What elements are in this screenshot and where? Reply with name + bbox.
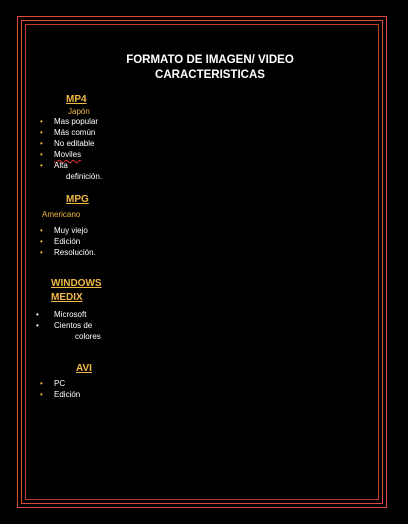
list-item-continuation: colores <box>75 332 101 341</box>
avi-heading: AVI <box>76 363 92 374</box>
list-item: •Mas popular <box>40 117 99 126</box>
list-item: •Alta <box>40 161 68 170</box>
bullet-icon: • <box>40 248 43 257</box>
avi-list: •PC •Edición <box>40 378 80 400</box>
list-item: •Más común <box>40 128 96 137</box>
bullet-icon: • <box>36 310 39 319</box>
list-item: •Edición <box>40 237 81 246</box>
list-item: •PC <box>40 379 66 388</box>
page-border-outer <box>17 16 387 508</box>
list-item: •Cientos de <box>36 321 93 330</box>
bullet-icon: • <box>40 237 43 246</box>
bullet-icon: • <box>40 379 43 388</box>
mpg-heading: MPG <box>66 194 89 205</box>
list-item: •No editable <box>40 139 95 148</box>
page-border-middle <box>21 20 383 504</box>
bullet-icon: • <box>40 139 43 148</box>
list-item: •Muy viejo <box>40 226 88 235</box>
bullet-icon: • <box>40 161 43 170</box>
list-item: •Moviles <box>40 150 82 159</box>
bullet-icon: • <box>40 226 43 235</box>
bullet-icon: • <box>40 128 43 137</box>
mp4-heading: MP4 <box>66 94 87 105</box>
bullet-icon: • <box>40 150 43 159</box>
windows-heading: WINDOWS MEDIX <box>51 277 102 305</box>
list-item: •Resolución. <box>40 248 96 257</box>
list-item: •Microsoft <box>36 310 87 319</box>
mpg-list: •Muy viejo •Edición •Resolución. <box>40 225 96 258</box>
list-item-continuation: definición. <box>66 172 103 181</box>
list-item: •Edición <box>40 390 81 399</box>
title-line-2: CARACTERISTICAS <box>155 69 265 81</box>
bullet-icon: • <box>40 390 43 399</box>
windows-heading-line-1: WINDOWS <box>51 278 102 289</box>
bullet-icon: • <box>36 321 39 330</box>
title-line-1: FORMATO DE IMAGEN/ VIDEO <box>126 54 294 66</box>
mpg-subtitle: Americano <box>42 210 81 219</box>
mp4-list: •Mas popular •Más común •No editable •Mo… <box>40 116 102 182</box>
bullet-icon: • <box>40 117 43 126</box>
page-title: FORMATO DE IMAGEN/ VIDEO CARACTERISTICAS <box>60 53 360 83</box>
page-border-inner <box>25 24 379 500</box>
mp4-subtitle: Japón <box>68 107 90 116</box>
windows-list: •Microsoft •Cientos de colores <box>36 309 101 342</box>
windows-heading-line-2: MEDIX <box>51 292 83 303</box>
